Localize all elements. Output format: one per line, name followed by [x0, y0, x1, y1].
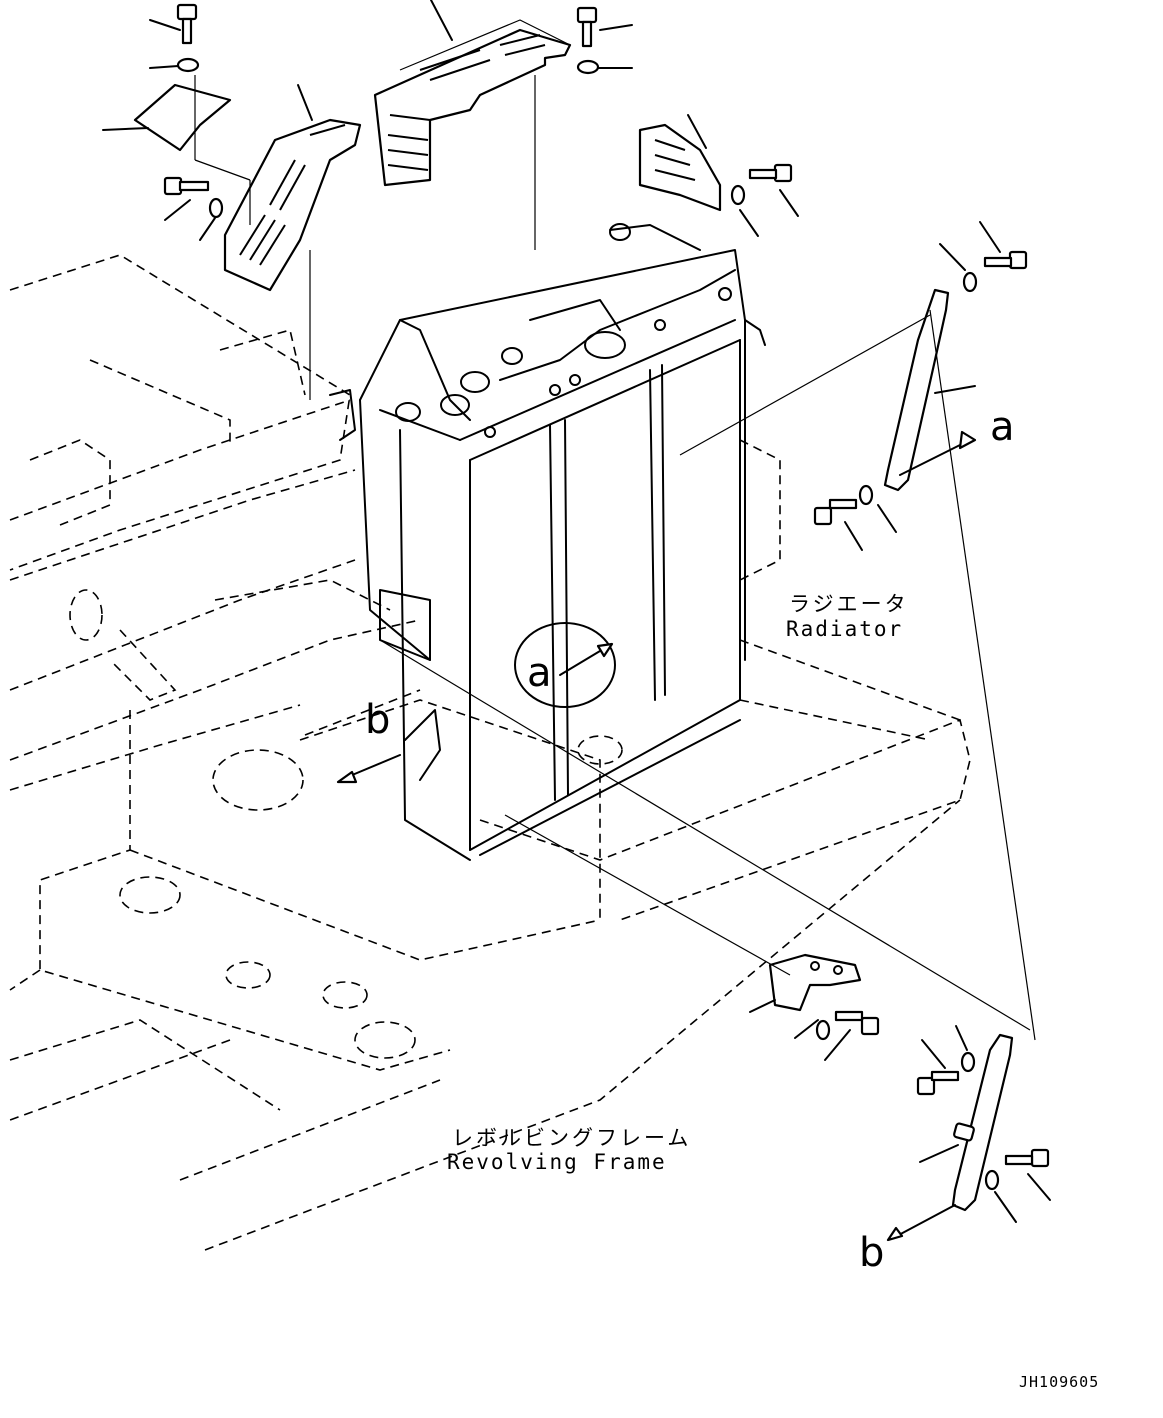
leader-lines	[194, 75, 1036, 1041]
radiator-label-jp: ラジエータ	[789, 592, 909, 616]
radiator	[329, 223, 766, 861]
view-a-arrow-letter: a	[990, 404, 1015, 450]
frame-label-en: Revolving Frame	[447, 1150, 667, 1174]
stay-bar-lower	[886, 1033, 1014, 1242]
radiator-label-en: Radiator	[786, 617, 904, 641]
stay-bar-upper	[679, 288, 977, 492]
top-left-plate	[102, 83, 232, 152]
view-a-callout-letter: a	[527, 650, 552, 696]
view-b-arrow-letter: b	[859, 1230, 885, 1276]
view-b-callout-letter: b	[365, 697, 391, 743]
top-cover-part	[373, 0, 572, 187]
side-cover-part	[638, 114, 722, 212]
view-arrows	[336, 622, 616, 784]
revolving-frame	[9, 254, 971, 1251]
bolts-and-washers	[149, 3, 1051, 1223]
drawing-id: JH109605	[1019, 1373, 1100, 1391]
left-cover-part	[223, 84, 362, 292]
lower-bracket	[749, 953, 862, 1013]
frame-label-jp: レボルビングフレーム	[452, 1126, 692, 1150]
